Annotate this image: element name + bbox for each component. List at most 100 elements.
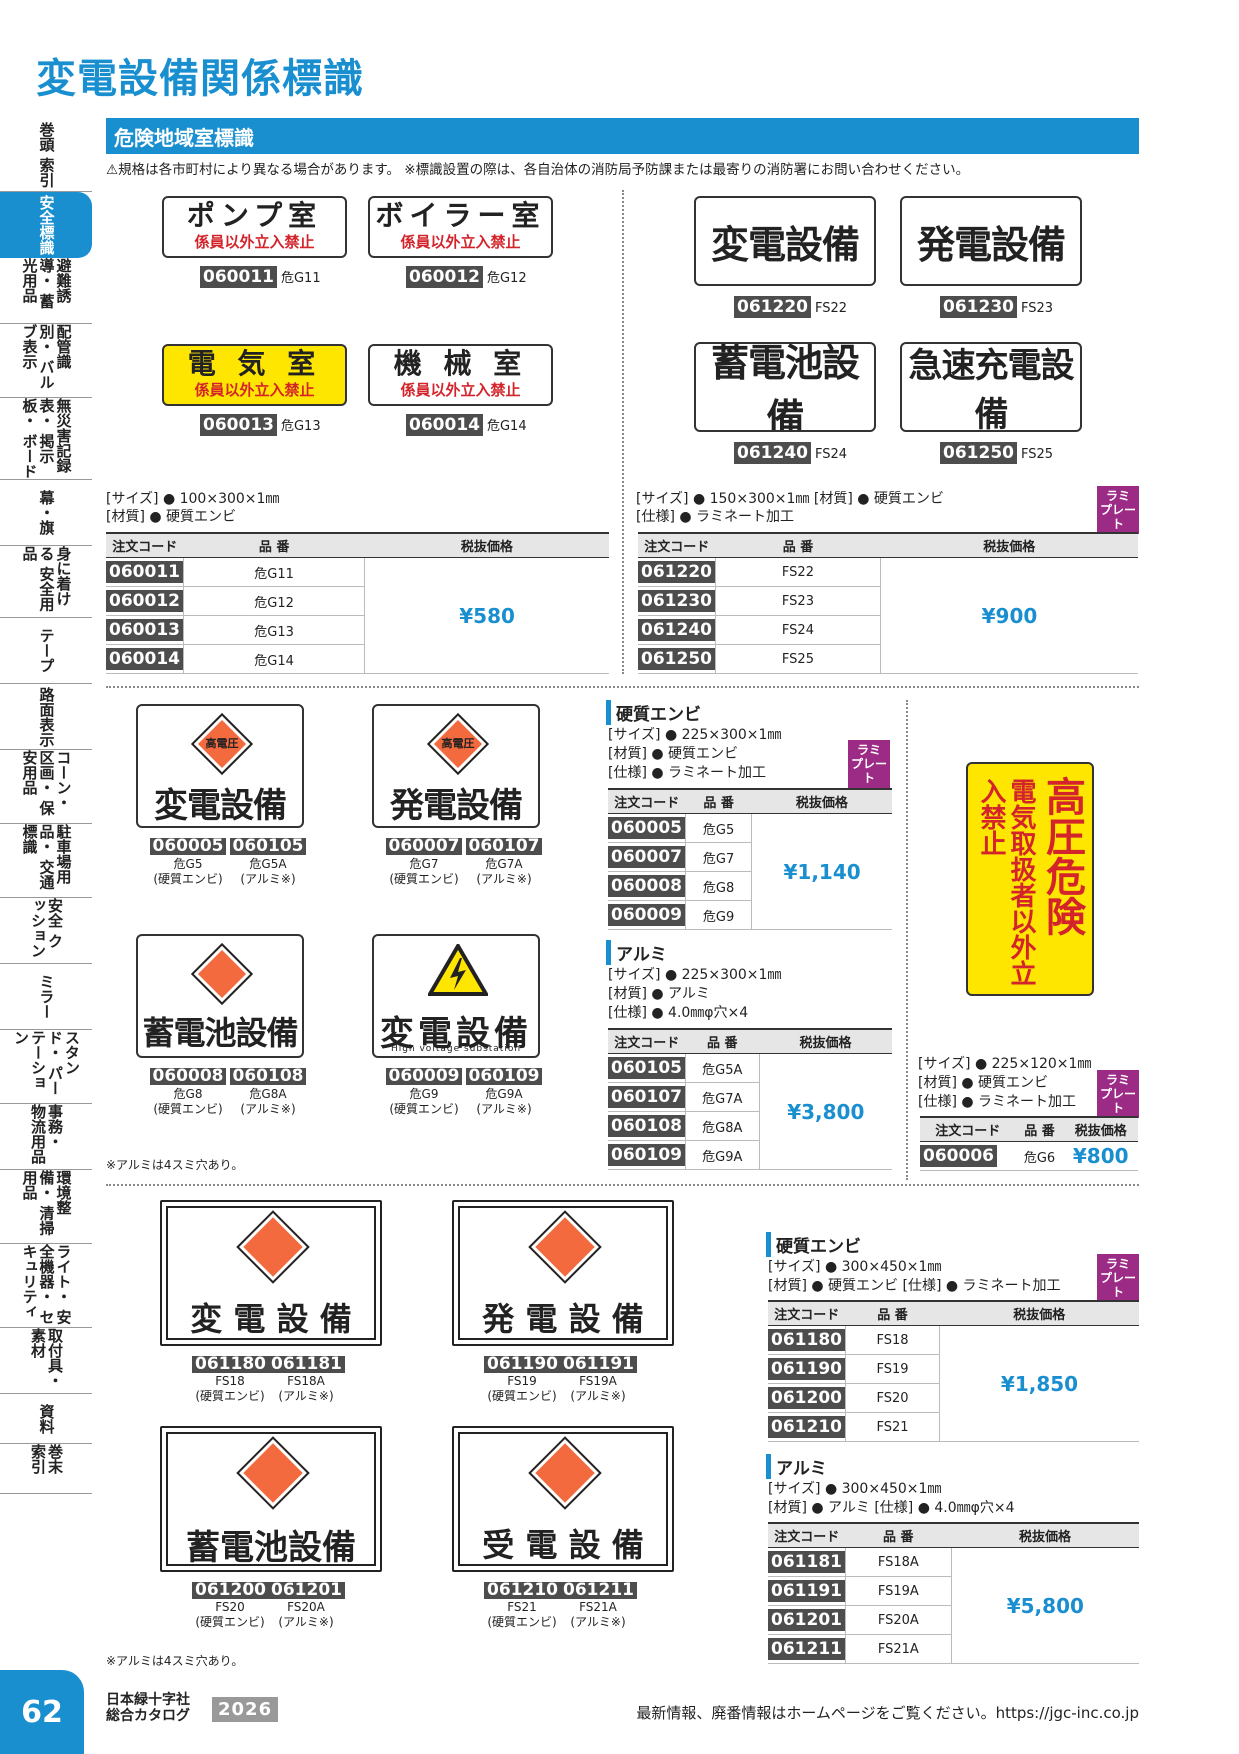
model: FS21A: [579, 1600, 617, 1614]
subheading-aluminum: アルミ: [766, 1454, 827, 1479]
sidebar-item-label: 資料: [37, 1403, 56, 1434]
order-code: 061201: [768, 1609, 845, 1631]
header-code: 注文コード: [920, 1116, 1016, 1142]
order-code: 061190: [484, 1356, 561, 1373]
order-code: 061181: [768, 1551, 845, 1573]
model: FS24: [714, 615, 881, 645]
order-code: 061210: [484, 1582, 561, 1599]
sign-main-text: 変 電 設 備: [190, 1300, 352, 1338]
sidebar-item[interactable]: スタンド・ パーテーション: [0, 1030, 92, 1104]
sidebar-item[interactable]: ライト・ 安全機器・ セキュリティ: [0, 1244, 92, 1328]
sidebar-item-label: 路面表示: [37, 686, 56, 747]
material: (硬質エンビ): [389, 1102, 459, 1116]
sign-sub-text: 電気取扱者以外立入禁止: [976, 778, 1036, 986]
sign-main-text: 変電設備: [710, 222, 860, 267]
order-code: 060013: [106, 619, 183, 641]
sidebar-item[interactable]: 取付具・ 素材: [0, 1328, 92, 1394]
model: FS21A: [844, 1634, 952, 1664]
warning-diamond-icon: [528, 1210, 602, 1284]
order-code: 060005: [149, 838, 227, 855]
spec-finish: [仕様] ● ラミネート加工: [918, 1094, 1077, 1110]
sidebar-item[interactable]: 巻頭 索引: [0, 118, 92, 192]
order-code: 061180: [768, 1329, 845, 1351]
model: FS19A: [579, 1374, 617, 1388]
sidebar-item[interactable]: 安全標識: [0, 192, 92, 258]
spec-size: [サイズ] ● 300×450×1㎜: [768, 1481, 942, 1497]
sidebar-item[interactable]: 環境整備・ 清掃用品: [0, 1170, 92, 1244]
sign-main-text: 急速充電設備: [908, 346, 1075, 432]
spec-size: [サイズ] ● 225×120×1㎜: [918, 1056, 1092, 1072]
model: FS18: [844, 1325, 940, 1355]
sidebar-item[interactable]: 資料: [0, 1394, 92, 1444]
sidebar-item[interactable]: 事務・ 物流用品: [0, 1104, 92, 1170]
sign-main-text: 高圧危険: [1039, 776, 1085, 936]
warning-diamond-icon: [236, 1436, 310, 1510]
aluminum-note: ※アルミは4スミ穴あり。: [106, 1654, 244, 1668]
sidebar-item[interactable]: 幕・旗: [0, 480, 92, 546]
subheading-aluminum: アルミ: [606, 940, 667, 965]
sidebar-item-label: 安全標識: [37, 195, 56, 255]
order-code: 061210: [768, 1416, 845, 1438]
header-code: 注文コード: [608, 1028, 686, 1054]
sidebar-item[interactable]: 路面表示: [0, 684, 92, 750]
sidebar-item[interactable]: 駐車場用品・ 交通標識: [0, 824, 92, 898]
price: ¥3,800: [758, 1053, 892, 1170]
sign-high-voltage: 高圧危険 電気取扱者以外立入禁止: [966, 762, 1094, 996]
sign-main-text: 発電設備: [390, 786, 523, 826]
sign-danger: 蓄電池設備: [136, 934, 304, 1058]
sidebar-item-label: 幕・旗: [37, 490, 56, 535]
order-code: 061211: [768, 1638, 845, 1660]
sidebar-item[interactable]: 無災害記録表・ 掲示板・ ボード: [0, 398, 92, 480]
sidebar-item-label: 事務・ 物流用品: [29, 1104, 64, 1164]
sign-main-text: 電 気 室: [187, 347, 322, 380]
sidebar-item[interactable]: 巻末 索引: [0, 1444, 92, 1494]
material: (アルミ※): [570, 1389, 626, 1403]
material: (アルミ※): [570, 1615, 626, 1629]
model: 危G6: [1015, 1141, 1064, 1171]
sidebar-item[interactable]: テープ: [0, 618, 92, 684]
price: ¥800: [1063, 1141, 1138, 1171]
header-code: 注文コード: [768, 1300, 846, 1326]
sidebar-item[interactable]: 安全 クッション: [0, 898, 92, 964]
model: 危G11: [182, 557, 365, 587]
sidebar-item-label: ライト・ 安全機器・ セキュリティ: [20, 1244, 73, 1325]
model: 危G9: [409, 1087, 439, 1101]
catalog-label: 日本緑十字社 総合カタログ: [106, 1692, 190, 1724]
model: FS19: [844, 1354, 940, 1384]
sidebar-item[interactable]: 配管識別・ バルブ表示: [0, 324, 92, 398]
sign-main-text: 発電設備: [916, 222, 1066, 267]
order-code: 061191: [560, 1356, 637, 1373]
order-code: 060009: [385, 1068, 463, 1085]
sidebar-item[interactable]: コーン・区画・ 保安用品: [0, 750, 92, 824]
sidebar-item[interactable]: 避難誘導・ 蓄光用品: [0, 258, 92, 324]
order-code: 060108: [608, 1115, 685, 1137]
order-code: 060011: [106, 561, 183, 583]
sidebar-item-label: スタンド・ パーテーション: [12, 1030, 81, 1096]
sidebar-item[interactable]: ミラー: [0, 964, 92, 1030]
order-code: 061230: [940, 296, 1017, 318]
model: 危G9A: [485, 1087, 523, 1101]
material: (硬質エンビ): [389, 872, 459, 886]
lami-plate-badge: ラミ プレート: [848, 740, 890, 788]
header-model: 品 番: [1015, 1116, 1064, 1142]
sign-main-text: 蓄電池設備: [186, 1528, 356, 1568]
sidebar-item-label: 巻末 索引: [29, 1444, 64, 1474]
lami-plate-badge: ラミ プレート: [1097, 1070, 1139, 1118]
sidebar-item-label: 環境整備・ 清掃用品: [20, 1170, 73, 1236]
spec-material: [材質] ● 硬質エンビ: [918, 1075, 1049, 1091]
material: (アルミ※): [476, 872, 532, 886]
sidebar-item[interactable]: 身に着ける 安全用品: [0, 546, 92, 618]
sidebar-item-label: 避難誘導・ 蓄光用品: [20, 258, 73, 309]
